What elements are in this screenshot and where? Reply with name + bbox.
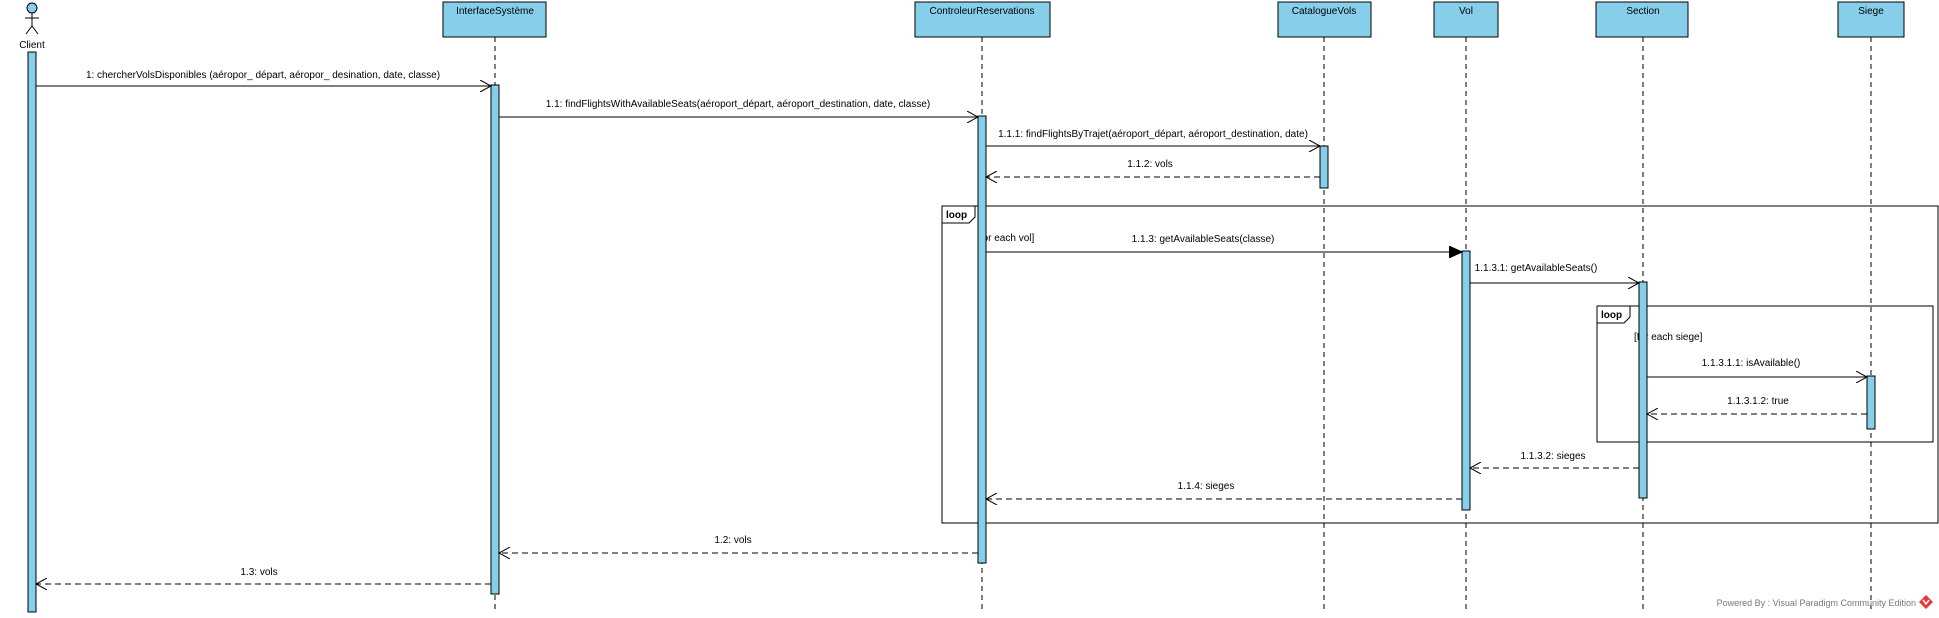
activation-siege xyxy=(1866,375,1876,430)
svg-text:1.1.3: getAvailableSeats(class: 1.1.3: getAvailableSeats(classe) xyxy=(1132,234,1275,245)
participant-vol[interactable]: Vol xyxy=(1433,1,1499,38)
activation-section xyxy=(1638,281,1648,499)
svg-text:1.1: findFlightsWithAvailableS: 1.1: findFlightsWithAvailableSeats(aérop… xyxy=(546,99,930,110)
loop-fragment-siege[interactable]: loop [for each siege] xyxy=(1596,305,1934,443)
svg-text:1.1.1: findFlightsByTrajet(aér: 1.1.1: findFlightsByTrajet(aéroport_dépa… xyxy=(998,129,1308,140)
loop-fragment-vol[interactable]: loop [for each vol] xyxy=(941,205,1939,524)
participant-section[interactable]: Section xyxy=(1595,1,1689,38)
message-1[interactable]: 1: chercherVolsDisponibles (aéropor_ dép… xyxy=(36,70,491,86)
fragment-operator: loop xyxy=(1601,310,1622,321)
svg-text:1: chercherVolsDisponibles (aé: 1: chercherVolsDisponibles (aéropor_ dép… xyxy=(86,70,440,81)
message-1-1-3-1[interactable]: 1.1.3.1: getAvailableSeats() xyxy=(1470,263,1639,283)
svg-text:1.1.2: vols: 1.1.2: vols xyxy=(1127,159,1173,170)
svg-text:Section: Section xyxy=(1626,6,1659,17)
participant-interface[interactable]: InterfaceSystème xyxy=(442,1,547,38)
message-1-1-3-1-1[interactable]: 1.1.3.1.1: isAvailable() xyxy=(1647,358,1867,377)
message-1-1-4[interactable]: 1.1.4: sieges xyxy=(986,481,1462,499)
svg-text:ControleurReservations: ControleurReservations xyxy=(929,6,1034,17)
svg-text:Siege: Siege xyxy=(1858,6,1884,17)
fragment-operator: loop xyxy=(946,210,967,221)
message-1-3[interactable]: 1.3: vols xyxy=(36,567,491,584)
message-1-1[interactable]: 1.1: findFlightsWithAvailableSeats(aérop… xyxy=(499,99,978,117)
participant-catalogue[interactable]: CatalogueVols xyxy=(1277,1,1372,38)
svg-text:1.1.3.1.1: isAvailable(): 1.1.3.1.1: isAvailable() xyxy=(1702,358,1801,369)
participant-siege[interactable]: Siege xyxy=(1837,1,1905,38)
actor-client[interactable]: Client xyxy=(19,2,45,51)
svg-text:1.2: vols: 1.2: vols xyxy=(714,535,751,546)
message-1-1-1[interactable]: 1.1.1: findFlightsByTrajet(aéroport_dépa… xyxy=(986,129,1320,146)
message-1-1-3-1-2[interactable]: 1.1.3.1.2: true xyxy=(1647,396,1867,414)
activations xyxy=(27,51,1876,613)
message-1-1-3-2[interactable]: 1.1.3.2: sieges xyxy=(1470,451,1639,468)
svg-text:Vol: Vol xyxy=(1459,6,1473,17)
svg-text:1.1.3.2: sieges: 1.1.3.2: sieges xyxy=(1520,451,1585,462)
svg-text:1.1.3.1.2: true: 1.1.3.1.2: true xyxy=(1727,396,1789,407)
activation-vol xyxy=(1461,250,1471,511)
svg-text:InterfaceSystème: InterfaceSystème xyxy=(456,6,534,17)
visual-paradigm-logo-icon xyxy=(1919,595,1933,609)
activation-controleur xyxy=(977,115,987,564)
svg-text:CatalogueVols: CatalogueVols xyxy=(1292,6,1357,17)
participant-controleur[interactable]: ControleurReservations xyxy=(914,1,1051,38)
message-1-1-2[interactable]: 1.1.2: vols xyxy=(986,159,1320,177)
lifelines xyxy=(494,37,1872,612)
svg-text:1.3: vols: 1.3: vols xyxy=(240,567,277,578)
footer-credit: Powered By : Visual Paradigm Community E… xyxy=(1717,595,1933,609)
svg-text:1.1.3.1: getAvailableSeats(): 1.1.3.1: getAvailableSeats() xyxy=(1475,263,1598,274)
fragment-guard: [for each vol] xyxy=(977,233,1034,244)
activation-interface xyxy=(490,84,500,595)
activation-client xyxy=(27,51,37,613)
svg-text:1.1.4: sieges: 1.1.4: sieges xyxy=(1178,481,1235,492)
actor-label: Client xyxy=(19,40,45,51)
fragment-guard: [for each siege] xyxy=(1634,332,1703,343)
message-1-2[interactable]: 1.2: vols xyxy=(499,535,978,553)
message-1-1-3[interactable]: 1.1.3: getAvailableSeats(classe) xyxy=(986,234,1462,252)
svg-text:Powered By : Visual Paradigm C: Powered By : Visual Paradigm Community E… xyxy=(1717,598,1916,608)
activation-catalogue xyxy=(1319,145,1329,189)
